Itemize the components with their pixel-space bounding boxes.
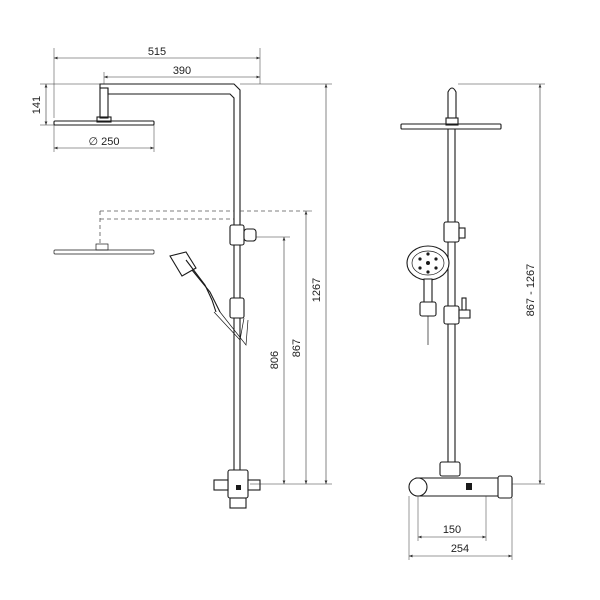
dim-head-diameter: ∅ 250 [53, 125, 155, 152]
hand-shower-front [406, 245, 450, 345]
dim-label-141: 141 [31, 96, 43, 114]
side-view: 515 390 141 ∅ 250 806 [31, 46, 332, 509]
rain-head-front [400, 87, 502, 130]
rain-head-side-upper [53, 83, 241, 213]
mixer-front [408, 461, 513, 499]
mixer-side [213, 469, 261, 509]
dim-height-806: 806 [250, 236, 290, 485]
front-view: 867 - 1267 150 254 [400, 83, 545, 560]
dim-label-1267: 1267 [311, 278, 323, 302]
dim-label-867-1267: 867 - 1267 [525, 264, 537, 317]
dim-label-867: 867 [291, 339, 303, 357]
rain-head-side-lower-ghost [53, 210, 305, 255]
dim-height-range: 867 - 1267 [458, 83, 545, 485]
dim-label-390: 390 [173, 65, 191, 77]
riser-rail-side [229, 213, 257, 475]
dim-label-515: 515 [148, 46, 166, 58]
dim-overall-width: 515 [53, 46, 261, 118]
dim-mixer-254: 254 [408, 496, 513, 560]
dim-label-250: ∅ 250 [89, 136, 120, 148]
dim-label-150: 150 [443, 524, 461, 536]
riser-rail-front [443, 129, 471, 470]
dim-height-867: 867 [290, 210, 312, 485]
dim-label-254: 254 [451, 543, 469, 555]
nozzle-dots [418, 252, 438, 274]
dim-height-1267: 1267 [240, 83, 332, 485]
dim-mixer-150: 150 [417, 496, 487, 541]
dim-arm-length: 390 [103, 65, 260, 84]
hand-shower-side [169, 251, 249, 346]
dim-label-806: 806 [269, 351, 281, 369]
dim-head-height: 141 [31, 83, 100, 126]
